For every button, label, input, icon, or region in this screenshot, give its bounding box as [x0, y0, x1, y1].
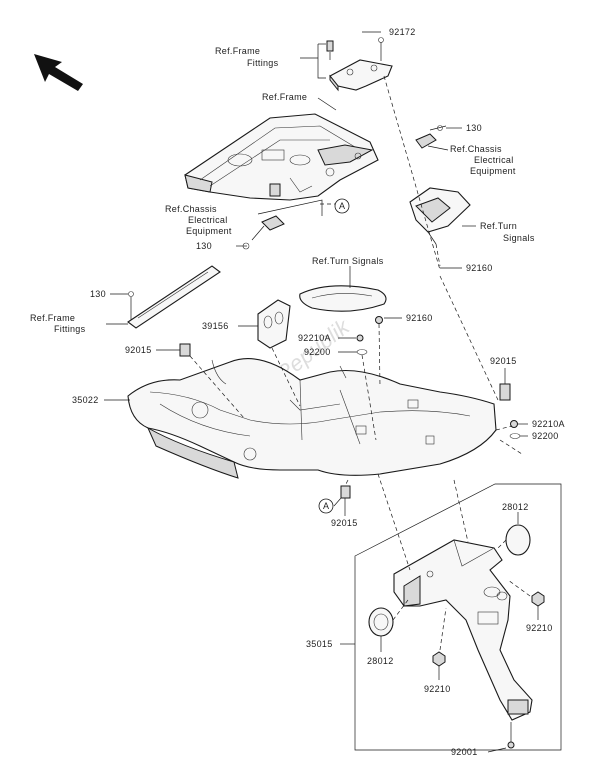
label-ref-chassis-top-2: Electrical [474, 155, 514, 165]
license-bracket [393, 539, 533, 721]
label-35015: 35015 [306, 639, 333, 649]
part-labels: Ref.Frame Fittings 92172 Ref.Frame 130 R… [30, 27, 565, 757]
plate-lamp [299, 285, 387, 312]
label-92200-right: 92200 [532, 431, 559, 441]
label-ref-frame-fittings-left-2: Fittings [54, 324, 86, 334]
label-ref-frame: Ref.Frame [262, 92, 307, 102]
label-92200-mid: 92200 [304, 347, 331, 357]
callout-a-top-label: A [339, 201, 345, 211]
label-ref-frame-fittings-top-1: Ref.Frame [215, 46, 260, 56]
label-ref-frame-fittings-top-2: Fittings [247, 58, 279, 68]
label-92210-bottom: 92210 [424, 684, 451, 694]
label-28012-bottom: 28012 [367, 656, 394, 666]
reflector-bottom [368, 607, 394, 637]
rubber-strap [127, 265, 221, 329]
label-ref-turn-right-2: Signals [503, 233, 535, 243]
nuts-mid [356, 316, 383, 355]
label-ref-turn-mid: Ref.Turn Signals [312, 256, 384, 266]
label-ref-chassis-top-1: Ref.Chassis [450, 144, 502, 154]
callout-a-bottom-label: A [323, 501, 329, 511]
collar-right [499, 383, 511, 401]
label-92001: 92001 [451, 747, 478, 757]
collar-bottom [340, 485, 351, 499]
nuts-right [509, 420, 521, 439]
label-ref-chassis-top-3: Equipment [470, 166, 516, 176]
reflector-top [505, 524, 531, 556]
label-130-left: 130 [196, 241, 212, 251]
connector-left [242, 215, 285, 250]
bolt-bottom [507, 722, 515, 749]
connector-top-right [415, 125, 447, 149]
label-130-top: 130 [466, 123, 482, 133]
upper-frame [184, 113, 379, 201]
label-92172: 92172 [389, 27, 416, 37]
collar-left [179, 343, 191, 357]
label-92160-mid: 92160 [406, 313, 433, 323]
nuts-lower [432, 591, 545, 667]
label-ref-chassis-left-2: Electrical [188, 215, 228, 225]
label-39156: 39156 [202, 321, 229, 331]
label-92210A-right: 92210A [532, 419, 565, 429]
leader-lines [104, 31, 539, 753]
part-39156 [257, 299, 291, 349]
label-92015-left: 92015 [125, 345, 152, 355]
callout-a-top: A [334, 198, 350, 214]
label-92015-right: 92015 [490, 356, 517, 366]
label-28012-top: 28012 [502, 502, 529, 512]
turn-signal-right [409, 187, 471, 245]
label-92210A-mid: 92210A [298, 333, 331, 343]
top-bracket [326, 37, 393, 92]
label-130-mid: 130 [90, 289, 106, 299]
label-92160-right: 92160 [466, 263, 493, 273]
arrow-up-left-icon [34, 54, 83, 91]
label-ref-frame-fittings-left-1: Ref.Frame [30, 313, 75, 323]
label-ref-chassis-left-3: Equipment [186, 226, 232, 236]
rear-undertray [127, 358, 497, 479]
callout-a-bottom: A [318, 498, 334, 514]
label-ref-chassis-left-1: Ref.Chassis [165, 204, 217, 214]
label-92210-right: 92210 [526, 623, 553, 633]
license-bracket-box [354, 483, 562, 751]
label-92015-bottom: 92015 [331, 518, 358, 528]
label-35022: 35022 [72, 395, 99, 405]
label-ref-turn-right-1: Ref.Turn [480, 221, 517, 231]
